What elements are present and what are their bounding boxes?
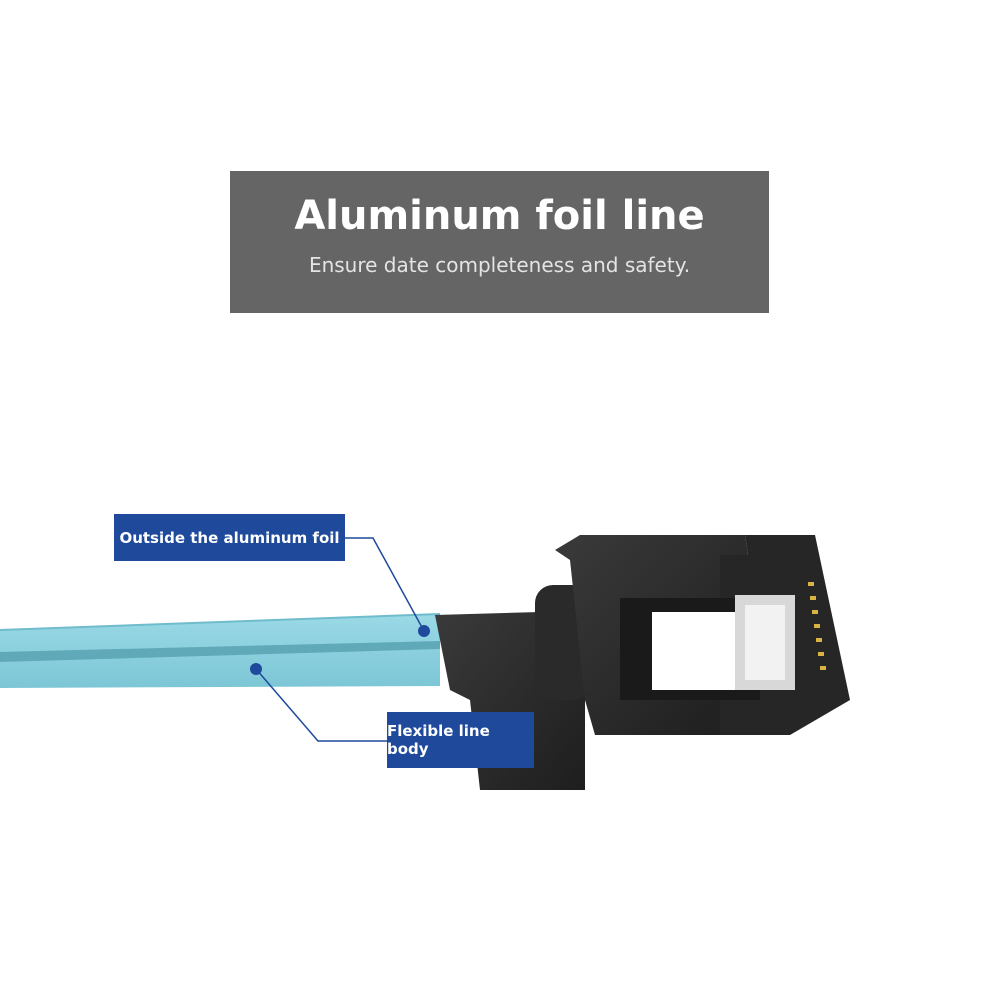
banner-subtitle: Ensure date completeness and safety. [308,253,691,277]
cable [0,613,441,688]
callout-foil: Outside the aluminum foil [114,514,345,561]
title-banner: Aluminum foil line Ensure date completen… [230,171,769,313]
banner-title: Aluminum foil line [294,193,705,239]
connector [435,535,850,790]
body-marker-dot [250,663,262,675]
foil-marker-dot [418,625,430,637]
callout-leaders [255,537,425,742]
callout-body: Flexible line body [387,712,534,768]
